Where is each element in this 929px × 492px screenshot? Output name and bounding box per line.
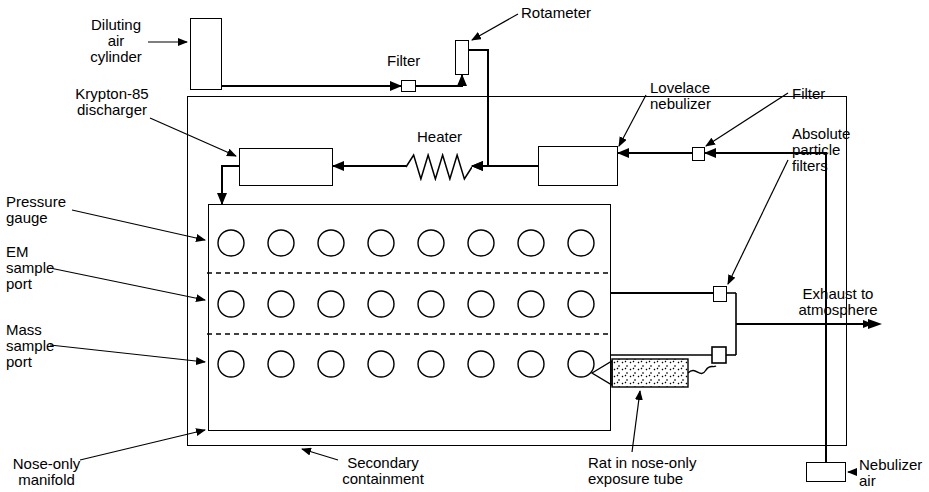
- flow-line: [472, 165, 538, 167]
- port-circle: [318, 230, 344, 256]
- component-box: Diluting air cylinder: [190, 18, 222, 90]
- port-circle: [468, 230, 494, 256]
- component-label: Filter: [387, 53, 443, 69]
- component-label: Krypton-85 discharger: [62, 86, 162, 118]
- component-box: Filter: [401, 80, 416, 92]
- filter-box: [712, 347, 726, 363]
- port-circle: [568, 351, 594, 377]
- component-label: Rotameter: [521, 5, 611, 21]
- component-box: Nose-only manifold: [208, 204, 611, 431]
- port-circle: [318, 351, 344, 377]
- callout-label: Exhaust to atmosphere: [790, 286, 886, 318]
- component-box: Lovelace nebulizer: [538, 146, 618, 186]
- component-label: Secondary containment: [333, 455, 433, 487]
- component-box: Rotameter: [455, 40, 469, 75]
- component-box: Krypton-85 discharger: [239, 148, 333, 186]
- port-circle: [268, 351, 294, 377]
- port-circle: [518, 230, 544, 256]
- port-circle: [268, 291, 294, 317]
- flow-line: [469, 50, 488, 166]
- port-circle: [368, 291, 394, 317]
- port-circle: [218, 351, 244, 377]
- callout-label: Rat in nose-only exposure tube: [588, 455, 723, 487]
- port-circle: [418, 230, 444, 256]
- component-label: Absolute particle filters: [792, 126, 872, 174]
- callout-label: EM sample port: [6, 244, 56, 292]
- flow-line: [333, 165, 406, 167]
- component-box: Secondary containmentKrypton-85 discharg…: [187, 96, 847, 446]
- port-circle: [218, 230, 244, 256]
- port-circle: [318, 291, 344, 317]
- port-circle: [518, 351, 544, 377]
- flow-line: [222, 166, 239, 204]
- flow-line: [222, 85, 401, 87]
- component-label: Filter: [792, 86, 848, 102]
- component-label: Diluting air cylinder: [83, 17, 149, 65]
- port-circle: [518, 291, 544, 317]
- component-label: Lovelace nebulizer: [650, 80, 730, 112]
- component-box: Nebulizer air: [806, 462, 846, 482]
- component-label: Nose-only manifold: [4, 456, 89, 488]
- port-circle: [368, 230, 394, 256]
- manifold-dividers: [207, 273, 610, 334]
- port-circle: [418, 291, 444, 317]
- callout-label: Pressure gauge: [6, 194, 76, 226]
- component-label: Heater: [417, 129, 477, 145]
- flow-line: [618, 152, 692, 154]
- port-circle: [268, 230, 294, 256]
- port-circle: [218, 291, 244, 317]
- leader-lines: [50, 14, 855, 472]
- component-box: Absolute particle filters: [713, 286, 727, 302]
- port-circle: [468, 291, 494, 317]
- component-label: Nebulizer air: [859, 457, 929, 489]
- component-box: Filter: [692, 147, 705, 161]
- port-circle: [468, 351, 494, 377]
- port-circle: [368, 351, 394, 377]
- flow-line: [416, 75, 462, 86]
- port-circle: [568, 230, 594, 256]
- heater-element: Heater: [406, 153, 472, 181]
- port-circle: [418, 351, 444, 377]
- flow-line: [611, 292, 713, 294]
- callout-label: Mass sample port: [6, 322, 56, 370]
- heater-coil: [406, 153, 472, 181]
- port-circle: [568, 291, 594, 317]
- manifold-ports: [218, 230, 594, 377]
